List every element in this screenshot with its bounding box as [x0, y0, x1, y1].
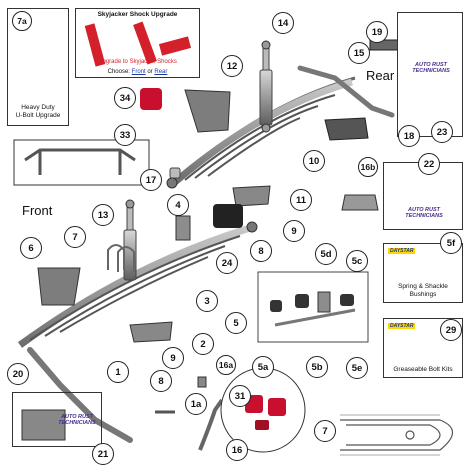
brand-logo-rear-line1: AUTO RUST	[415, 62, 447, 68]
shock-panel-title: Skyjacker Shock Upgrade	[97, 11, 178, 18]
bracket-11	[232, 185, 271, 207]
brand-logo-rear: AUTO RUST TECHNICIANS	[402, 62, 460, 75]
bushing-17	[169, 167, 181, 179]
callout-14[interactable]: 14	[272, 12, 294, 34]
bolt-16a	[197, 376, 207, 388]
brand-logo-front-line2: TECHNICIANS	[58, 419, 96, 426]
callout-5b[interactable]: 5b	[306, 356, 328, 378]
front-track-bracket-panel[interactable]: AUTO RUST TECHNICIANS	[12, 392, 102, 447]
rear-track-bar	[297, 65, 395, 118]
skyjacker-shocks	[84, 21, 192, 67]
brand-logo-front-line1: AUTO RUST	[61, 414, 93, 420]
shock-or-text: or	[147, 69, 153, 75]
poly-bushing	[140, 88, 162, 110]
u-bolt-caption-line2: U-Bolt Upgrade	[15, 111, 61, 119]
shackle-mount-18	[324, 117, 369, 141]
front-label: Front	[22, 203, 53, 218]
callout-12[interactable]: 12	[221, 55, 243, 77]
callout-16b[interactable]: 16b	[358, 157, 378, 177]
brand-logo-rear-line2: TECHNICIANS	[412, 67, 450, 74]
sway-link	[198, 398, 224, 451]
u-bolt-caption: Heavy Duty U-Bolt Upgrade	[8, 104, 68, 119]
callout-9-rear[interactable]: 9	[283, 220, 305, 242]
bracket-2	[129, 321, 173, 343]
shock-choose-label: Choose:	[107, 69, 130, 75]
brand-logo-front: AUTO RUST TECHNICIANS	[53, 414, 101, 427]
callout-29[interactable]: 29	[440, 319, 462, 341]
callout-1a[interactable]: 1a	[185, 393, 207, 415]
daystar-logo-bolts: DAYSTAR	[388, 323, 416, 329]
callout-24[interactable]: 24	[216, 252, 238, 274]
bump-stop	[213, 204, 243, 228]
u-bolts-front	[107, 244, 135, 272]
callout-34[interactable]: 34	[114, 87, 136, 109]
callout-5d[interactable]: 5d	[315, 243, 337, 265]
shock-upgrade-panel[interactable]: Skyjacker Shock Upgrade Upgrade to Skyja…	[75, 8, 200, 78]
callout-10[interactable]: 10	[303, 150, 325, 172]
front-spring-plate	[37, 267, 81, 306]
callout-8-rear[interactable]: 8	[250, 240, 272, 262]
callout-8-front[interactable]: 8	[150, 370, 172, 392]
callout-17[interactable]: 17	[140, 169, 162, 191]
u-bolt-caption-line1: Heavy Duty	[21, 104, 55, 112]
bolt-kits-caption: Greaseable Bolt Kits	[393, 365, 453, 373]
shock-rear-link[interactable]: Rear	[154, 69, 168, 75]
callout-1[interactable]: 1	[107, 361, 129, 383]
callout-3[interactable]: 3	[196, 290, 218, 312]
bracket-20	[21, 409, 66, 441]
u-bolt-detail	[340, 414, 454, 456]
callout-6[interactable]: 6	[20, 237, 42, 259]
brand-logo-22: AUTO RUST TECHNICIANS	[388, 207, 460, 220]
callout-31[interactable]: 31	[229, 385, 251, 407]
rear-label: Rear	[366, 68, 395, 83]
sway-bar	[24, 148, 136, 175]
bracket-16b	[341, 194, 379, 211]
callout-23[interactable]: 23	[431, 121, 453, 143]
brand-logo-22-line1: AUTO RUST	[408, 207, 440, 213]
callout-19[interactable]: 19	[366, 21, 388, 43]
rear-shock	[259, 40, 273, 133]
front-track-bar	[27, 347, 133, 443]
shock-upgrade-text: Upgrade to Skyjacker Shocks	[98, 59, 177, 65]
callout-21[interactable]: 21	[92, 443, 114, 465]
callout-33[interactable]: 33	[114, 124, 136, 146]
callout-22[interactable]: 22	[418, 153, 440, 175]
bushings-caption: Spring & Shackle Bushings	[398, 283, 448, 298]
rear-spring-plate	[184, 89, 231, 133]
callout-5c[interactable]: 5c	[346, 250, 368, 272]
callout-2[interactable]: 2	[192, 333, 214, 355]
callout-7-bottom[interactable]: 7	[314, 420, 336, 442]
spring-hanger-4	[175, 215, 191, 241]
callout-9-front[interactable]: 9	[162, 347, 184, 369]
callout-16[interactable]: 16	[226, 439, 248, 461]
callout-7a[interactable]: 7a	[12, 11, 32, 31]
shackle-parts	[270, 291, 356, 327]
callout-11[interactable]: 11	[290, 189, 312, 211]
sway-bar-panel	[13, 139, 150, 186]
callout-16a[interactable]: 16a	[216, 355, 236, 375]
shock-choose-row: Choose: Front or Rear	[76, 69, 199, 76]
bolt-kits-panel[interactable]: DAYSTAR Greaseable Bolt Kits	[383, 318, 463, 378]
shock-front-link[interactable]: Front	[131, 69, 146, 75]
callout-20[interactable]: 20	[7, 363, 29, 385]
callout-5e[interactable]: 5e	[346, 357, 368, 379]
callout-5f[interactable]: 5f	[440, 232, 462, 254]
callout-5[interactable]: 5	[225, 312, 247, 334]
callout-7-front[interactable]: 7	[64, 226, 86, 248]
callout-4[interactable]: 4	[167, 194, 189, 216]
sway-bar-bushings	[245, 395, 286, 430]
callout-13[interactable]: 13	[92, 204, 114, 226]
rear-brackets-panel[interactable]: AUTO RUST TECHNICIANS	[397, 12, 463, 137]
callout-18[interactable]: 18	[398, 125, 420, 147]
callout-15[interactable]: 15	[348, 42, 370, 64]
brand-logo-22-line2: TECHNICIANS	[405, 212, 443, 219]
daystar-logo-bushings: DAYSTAR	[388, 248, 416, 254]
callout-5a[interactable]: 5a	[252, 356, 274, 378]
